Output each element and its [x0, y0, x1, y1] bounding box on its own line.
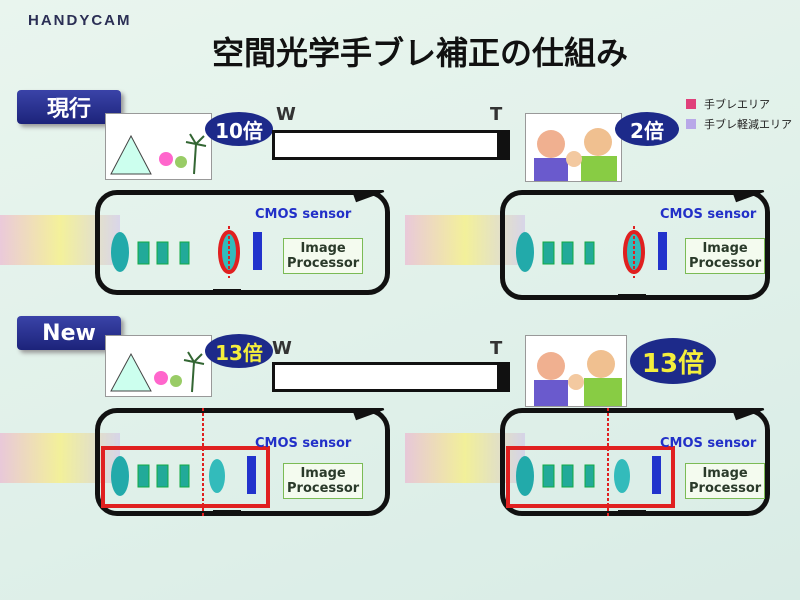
camera-foot — [618, 294, 646, 300]
camera-foot — [618, 510, 646, 516]
cmos-sensor-label: CMOS sensor — [660, 207, 757, 222]
image-processor-label-line1: Image — [702, 241, 748, 256]
camera-foot — [213, 510, 241, 516]
light-beam — [405, 215, 525, 265]
cmos-sensor-icon — [247, 456, 256, 494]
lens-element-icon — [584, 241, 595, 265]
viewfinder — [345, 190, 385, 203]
optics-svg — [101, 408, 385, 516]
zoom-range-bar — [272, 130, 510, 160]
handycam-logo: HANDYCAM — [28, 12, 132, 29]
legend-swatch — [686, 119, 696, 129]
zoom-badge-tele: 13倍 — [630, 338, 716, 384]
tele-label: T — [490, 338, 503, 359]
new-model-tag: New — [17, 316, 121, 350]
front-lens-icon — [111, 456, 129, 496]
wide-scene-image — [105, 113, 212, 180]
legend-label: 手ブレ軽減エリア — [704, 118, 792, 131]
legend-item-reduced-area: 手ブレ軽減エリア — [686, 116, 792, 132]
shift-lens-icon — [209, 459, 225, 493]
image-processor-label-line2: Processor — [287, 256, 360, 271]
zoom-badge-wide: 13倍 — [205, 334, 273, 368]
cmos-sensor-icon — [658, 232, 667, 270]
front-lens-icon — [516, 456, 534, 496]
cmos-sensor-label: CMOS sensor — [255, 436, 352, 451]
viewfinder — [345, 408, 385, 421]
cmos-sensor-label: CMOS sensor — [255, 207, 352, 222]
cmos-sensor-icon — [652, 456, 661, 494]
lens-element-icon — [156, 241, 169, 265]
current-model-tag: 現行 — [17, 90, 121, 124]
tele-scene-image — [525, 113, 622, 182]
zoom-badge-wide: 10倍 — [205, 112, 273, 146]
lens-element-icon — [137, 464, 150, 488]
cmos-sensor-label: CMOS sensor — [660, 436, 757, 451]
lens-element-icon — [179, 241, 190, 265]
image-processor-label-line2: Processor — [287, 481, 360, 496]
image-processor-label-line1: Image — [702, 466, 748, 481]
shift-lens-icon — [614, 459, 630, 493]
front-lens-icon — [111, 232, 129, 272]
front-lens-icon — [516, 232, 534, 272]
zoom-bar-tele-end — [497, 133, 507, 157]
legend-label: 手ブレエリア — [704, 98, 770, 111]
viewfinder — [725, 190, 765, 203]
tele-label: T — [490, 104, 503, 125]
image-processor-label-line2: Processor — [689, 481, 762, 496]
wide-label: W — [276, 104, 296, 125]
image-processor-label-line1: Image — [300, 241, 346, 256]
optics-svg — [506, 408, 765, 516]
light-beam — [405, 433, 525, 483]
image-processor-label-line2: Processor — [689, 256, 762, 271]
legend-swatch — [686, 99, 696, 109]
lens-element-icon — [156, 464, 169, 488]
lens-element-icon — [584, 464, 595, 488]
wide-scene-image — [105, 335, 212, 397]
zoom-range-bar — [272, 362, 510, 392]
lens-element-icon — [542, 241, 555, 265]
legend-item-shake-area: 手ブレエリア — [686, 96, 770, 112]
image-processor-label-line1: Image — [300, 466, 346, 481]
lens-element-icon — [137, 241, 150, 265]
optics-svg — [111, 190, 385, 295]
light-beam — [0, 433, 120, 483]
light-beam — [0, 215, 120, 265]
lens-element-icon — [561, 464, 574, 488]
camera-foot — [213, 289, 241, 295]
lens-element-icon — [542, 464, 555, 488]
stabilization-area-box — [506, 446, 675, 508]
lens-element-icon — [179, 464, 190, 488]
zoom-bar-tele-end — [497, 365, 507, 389]
lens-element-icon — [561, 241, 574, 265]
tele-scene-image — [525, 335, 627, 407]
camera-body-outline — [95, 190, 390, 295]
wide-label: W — [272, 338, 292, 359]
slide-title: 空間光学手ブレ補正の仕組み — [211, 34, 628, 72]
camera-body-outline — [95, 408, 390, 516]
stabilization-area-box — [101, 446, 270, 508]
viewfinder — [725, 408, 765, 421]
optics-svg — [516, 190, 765, 300]
cmos-sensor-icon — [253, 232, 262, 270]
zoom-badge-tele: 2倍 — [615, 112, 679, 146]
